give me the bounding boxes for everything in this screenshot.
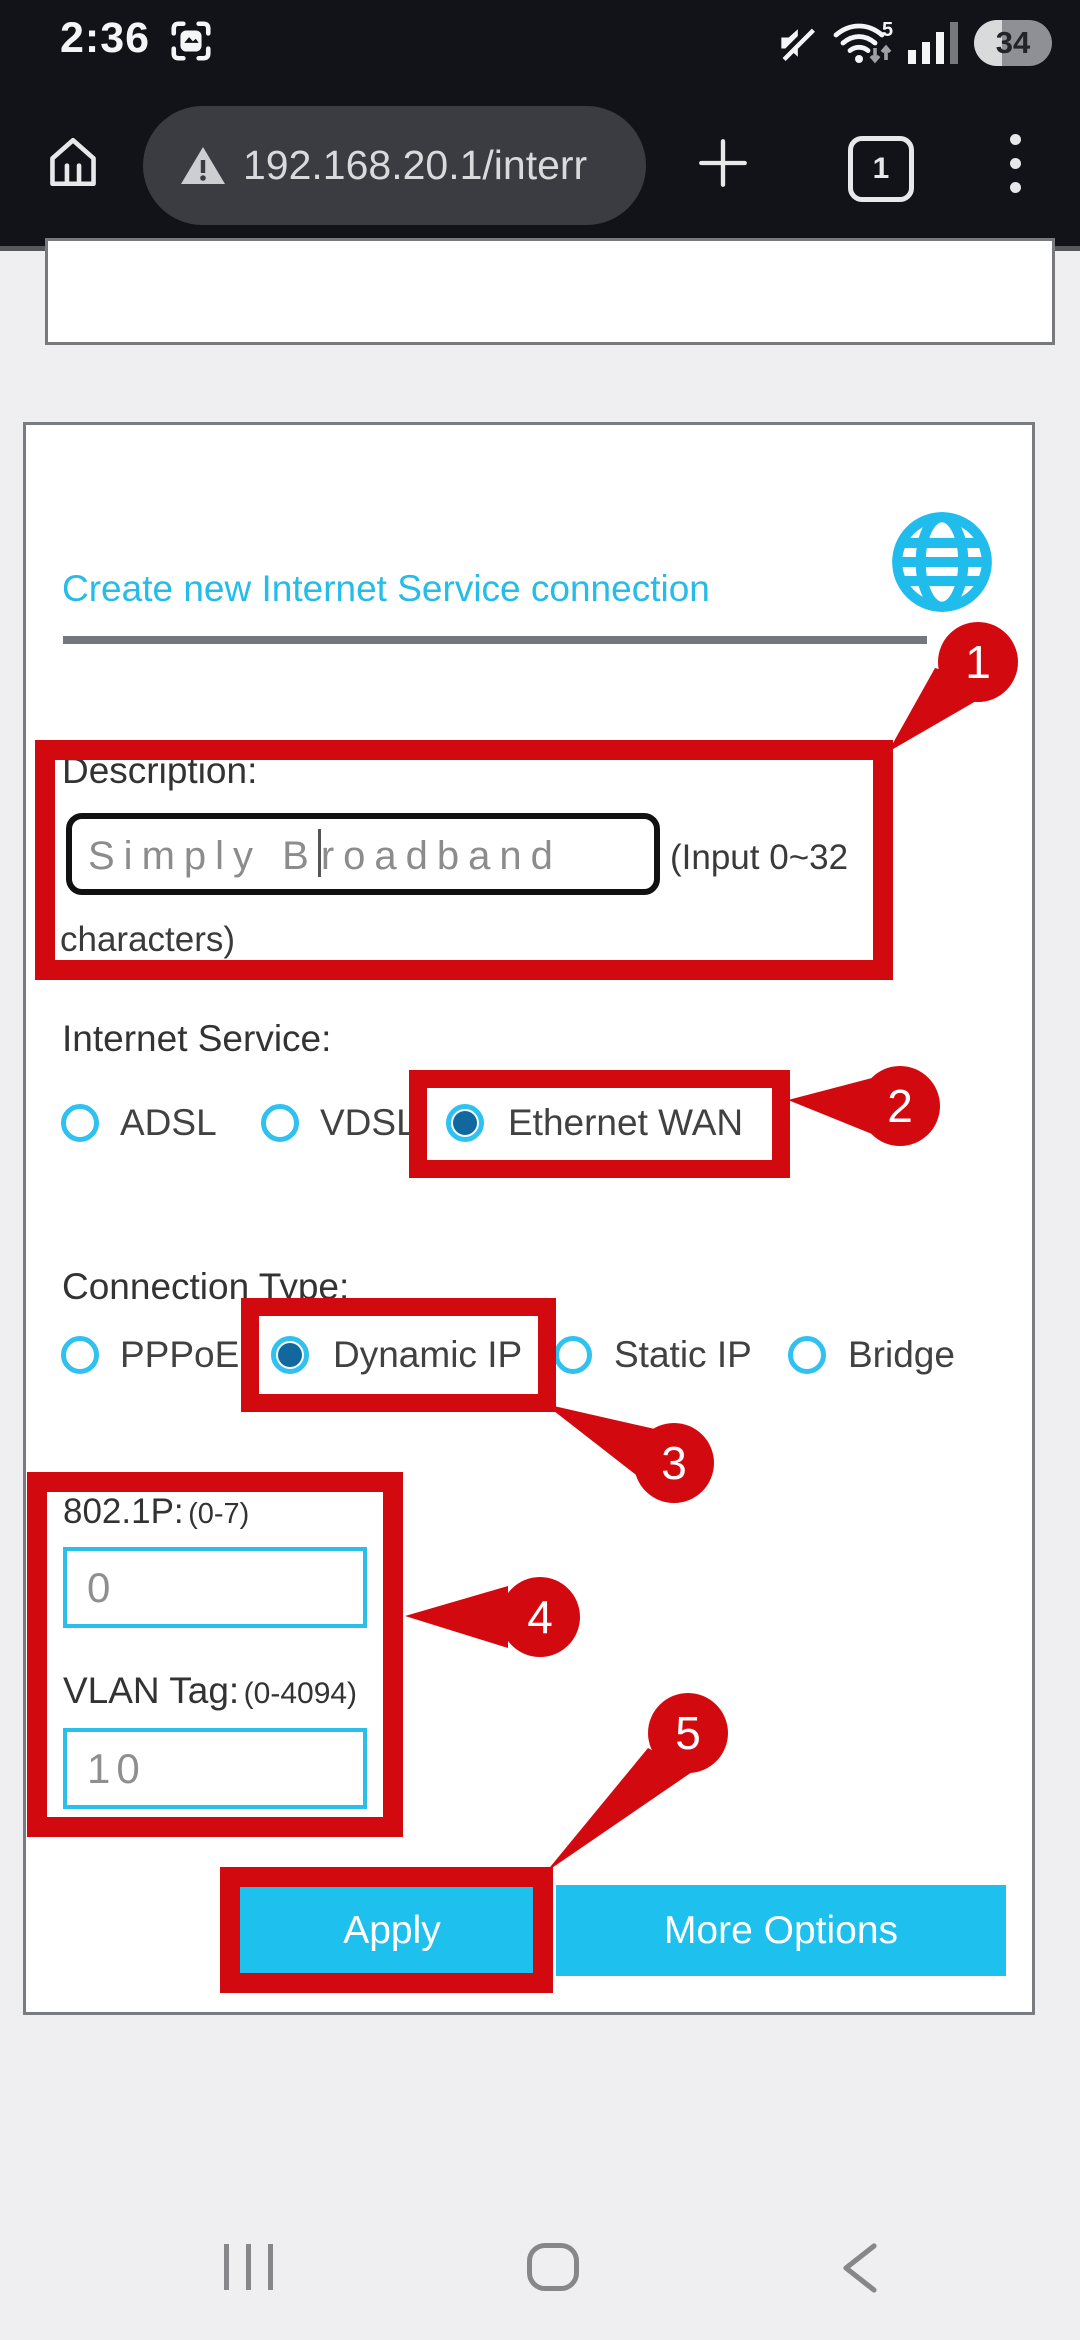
text-caret bbox=[317, 829, 321, 877]
warning-triangle-icon bbox=[181, 146, 225, 184]
vlan-label: VLAN Tag: bbox=[63, 1670, 240, 1711]
radio-bridge[interactable] bbox=[788, 1336, 826, 1374]
radio-ethernet-wan-label[interactable]: Ethernet WAN bbox=[508, 1102, 744, 1143]
description-hint-line2: characters) bbox=[60, 920, 236, 959]
radio-pppoe-label[interactable]: PPPoE bbox=[120, 1334, 240, 1375]
description-input[interactable]: Simply Broadband bbox=[66, 813, 660, 895]
more-options-button[interactable]: More Options bbox=[556, 1885, 1006, 1976]
radio-vdsl[interactable] bbox=[261, 1104, 299, 1142]
status-time: 2:36 bbox=[60, 14, 151, 62]
new-tab-plus-icon[interactable] bbox=[694, 134, 752, 192]
vlan-range: (0-4094) bbox=[243, 1677, 358, 1710]
callout-4: 4 bbox=[500, 1577, 580, 1657]
tab-switcher-icon[interactable]: 1 bbox=[848, 136, 914, 202]
annotation-box-3 bbox=[241, 1298, 556, 1412]
card-title: Create new Internet Service connection bbox=[62, 568, 710, 609]
vlan-input[interactable]: 10 bbox=[63, 1728, 367, 1809]
radio-dynamic-ip-label[interactable]: Dynamic IP bbox=[333, 1334, 523, 1375]
battery-percent: 34 bbox=[995, 25, 1031, 60]
callout-3: 3 bbox=[634, 1423, 714, 1503]
recents-icon[interactable] bbox=[224, 2244, 273, 2295]
8021p-value: 0 bbox=[87, 1563, 117, 1611]
radio-dynamic-ip[interactable] bbox=[271, 1336, 309, 1374]
radio-adsl-label[interactable]: ADSL bbox=[120, 1102, 217, 1143]
annotation-box-1 bbox=[35, 740, 893, 980]
8021p-label-row: 802.1P: (0-7) bbox=[63, 1492, 249, 1532]
radio-bridge-label[interactable]: Bridge bbox=[848, 1334, 955, 1375]
title-divider bbox=[63, 636, 927, 644]
radio-pppoe[interactable] bbox=[61, 1336, 99, 1374]
back-icon[interactable] bbox=[838, 2242, 882, 2294]
vlan-label-row: VLAN Tag: (0-4094) bbox=[63, 1670, 357, 1712]
internet-service-label: Internet Service: bbox=[62, 1018, 332, 1059]
8021p-label: 802.1P: bbox=[63, 1492, 184, 1531]
apply-button[interactable]: Apply bbox=[239, 1885, 545, 1976]
8021p-range: (0-7) bbox=[188, 1498, 250, 1530]
annotation-box-4 bbox=[27, 1472, 403, 1837]
annotation-box-5 bbox=[220, 1867, 553, 1993]
radio-static-ip[interactable] bbox=[554, 1336, 592, 1374]
vlan-value: 10 bbox=[87, 1744, 146, 1792]
radio-vdsl-label[interactable]: VDSL bbox=[320, 1102, 417, 1143]
home-icon[interactable] bbox=[44, 132, 102, 192]
kebab-menu-icon[interactable] bbox=[1010, 134, 1022, 206]
radio-ethernet-wan[interactable] bbox=[446, 1104, 484, 1142]
url-text: 192.168.20.1/interr bbox=[243, 142, 588, 188]
description-hint-line1: (Input 0~32 bbox=[670, 838, 849, 877]
radio-adsl[interactable] bbox=[61, 1104, 99, 1142]
screenshot-icon bbox=[171, 21, 211, 61]
tab-count: 1 bbox=[872, 152, 890, 185]
address-bar[interactable]: 192.168.20.1/interr bbox=[143, 106, 646, 225]
signal-icon bbox=[908, 22, 958, 64]
8021p-input[interactable]: 0 bbox=[63, 1547, 367, 1628]
callout-2: 2 bbox=[860, 1066, 940, 1146]
annotation-box-2 bbox=[409, 1070, 790, 1178]
globe-icon bbox=[892, 512, 992, 612]
svg-text:5: 5 bbox=[882, 19, 893, 41]
description-value: Simply Broadband bbox=[88, 829, 562, 879]
battery-indicator: 34 bbox=[974, 20, 1052, 66]
wifi-icon: 5 bbox=[833, 19, 893, 64]
home-nav-icon[interactable] bbox=[527, 2243, 579, 2291]
previous-section-box bbox=[45, 238, 1055, 345]
callout-1: 1 bbox=[938, 622, 1018, 702]
radio-static-ip-label[interactable]: Static IP bbox=[614, 1334, 752, 1375]
mute-icon bbox=[778, 25, 815, 62]
callout-5: 5 bbox=[648, 1693, 728, 1773]
